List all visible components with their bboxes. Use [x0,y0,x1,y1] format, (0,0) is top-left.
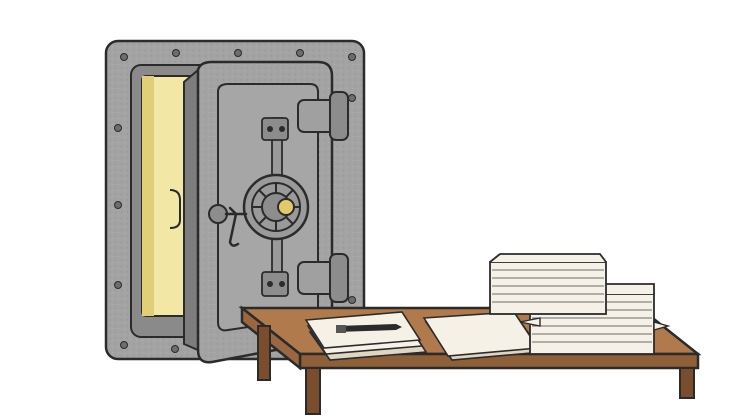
vault-interior-shadow [142,76,154,316]
table-leg-front-right [679,367,695,399]
hinges [297,91,349,303]
dial-center-knob [277,198,295,216]
door-handle [208,204,248,247]
combination-dial [242,173,310,241]
vault-door [183,60,349,364]
table-leg-back-left [257,325,271,381]
table-leg-front-left [305,367,321,415]
bolt-block-bottom [261,271,289,297]
paper-stack-middle [422,311,544,361]
paper-stack-left [304,311,428,361]
paper-stack-right [489,253,671,355]
bolt-block-top [261,117,289,141]
pen [336,324,402,333]
door-edge [183,67,199,352]
rivets [114,49,356,353]
vault-interior-hook [169,189,181,229]
